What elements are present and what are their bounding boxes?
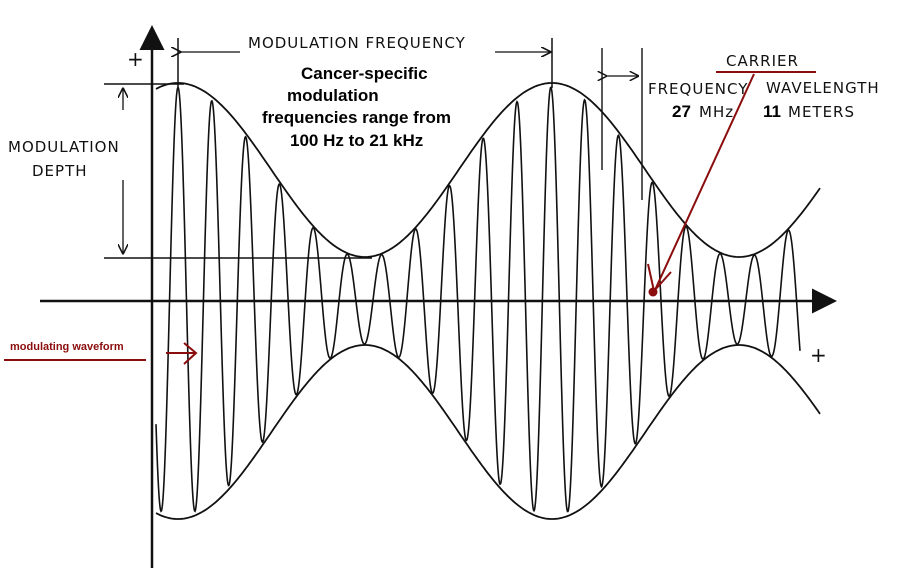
cancer-note-line-4: 100 Hz to 21 kHz [290, 131, 423, 150]
modulation-depth-label-1: MODULATION [8, 138, 120, 156]
cancer-note-line-3: frequencies range from [262, 108, 451, 127]
x-axis-plus-label: + [810, 343, 827, 367]
carrier-pointer-arrow [647, 73, 755, 297]
y-axis-plus-label: + [127, 47, 144, 71]
modulation-depth-dimension: MODULATION DEPTH [8, 83, 372, 259]
modulation-depth-label-2: DEPTH [32, 162, 88, 180]
upper-envelope [155, 82, 821, 258]
carrier-label: CARRIER [726, 52, 799, 70]
carrier-frequency-unit: MHz [699, 103, 734, 121]
carrier-wave [155, 85, 801, 513]
carrier-frequency-value: 27 [672, 102, 691, 121]
frequency-label: FREQUENCY [648, 80, 748, 98]
carrier-wavelength-value: 11 [763, 102, 781, 121]
cancer-frequency-note: Cancer-specific modulation frequencies r… [262, 64, 451, 150]
modulation-frequency-dimension: MODULATION FREQUENCY [178, 34, 553, 88]
carrier-labels: CARRIER FREQUENCY WAVELENGTH 27 MHz 11 M… [648, 52, 880, 121]
modulating-waveform-annotation: modulating waveform [4, 341, 198, 365]
cancer-note-line-2: modulation [287, 86, 379, 105]
modulating-waveform-label: modulating waveform [10, 341, 124, 353]
modulation-frequency-label: MODULATION FREQUENCY [248, 34, 466, 52]
carrier-wavelength-unit: METERS [788, 103, 855, 121]
lower-envelope [155, 344, 821, 520]
cancer-note-line-1: Cancer-specific [301, 64, 428, 83]
wavelength-label: WAVELENGTH [766, 79, 880, 97]
carrier-period-dimension [602, 48, 643, 200]
